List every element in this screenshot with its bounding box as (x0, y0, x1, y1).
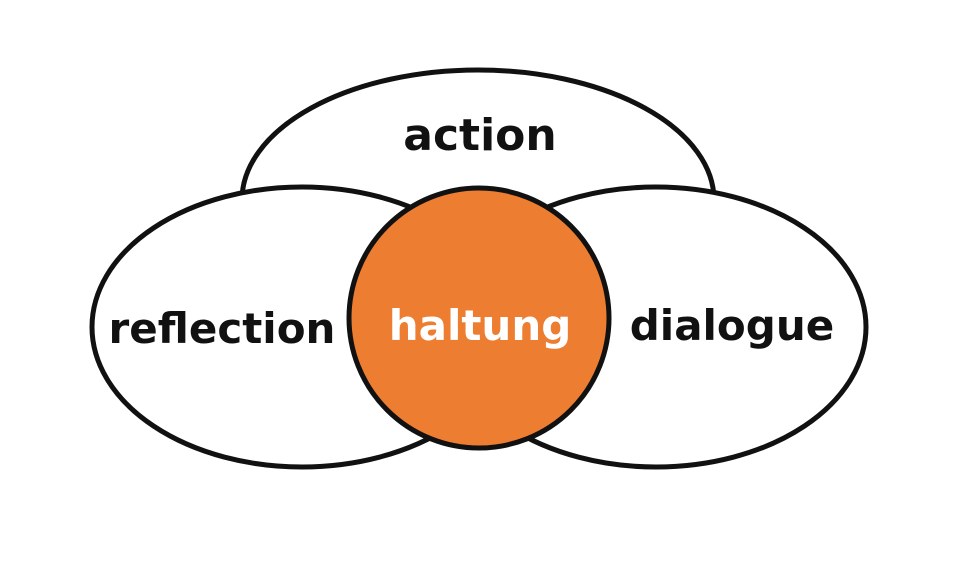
dialogue-label: dialogue (630, 301, 835, 350)
reflection-label: reflection (109, 304, 336, 353)
action-label: action (403, 110, 556, 161)
haltung-label: haltung (389, 301, 572, 350)
haltung-circle (346, 185, 612, 451)
